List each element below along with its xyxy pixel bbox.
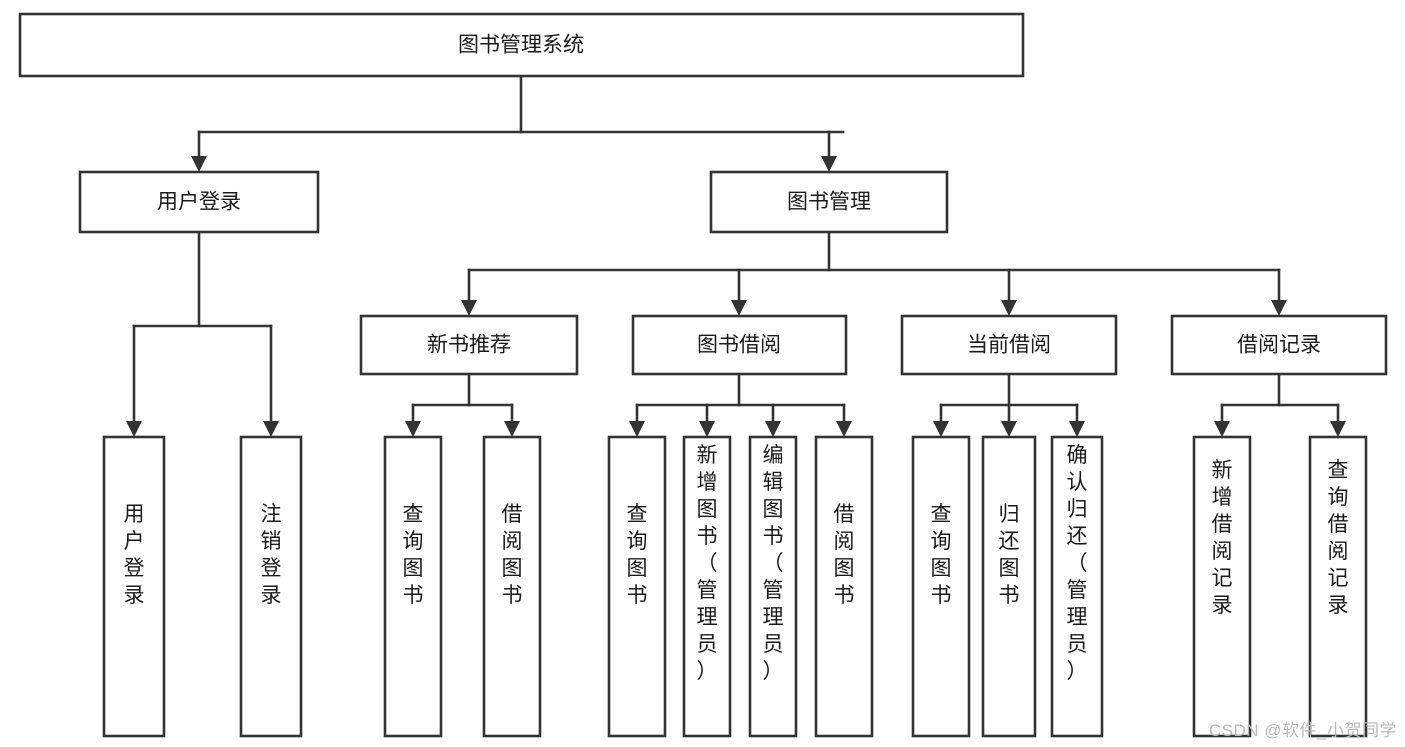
node-current-borrow-label: 当前借阅 (967, 334, 1051, 357)
csdn-watermark: CSDN @软件_小贺同学 (1208, 721, 1397, 740)
node-book-borrow[interactable]: 图书借阅 (631, 314, 848, 376)
node-leaf-user-logout-label: 注销登录 (261, 503, 282, 607)
arrowhead-leaf-user-logout (263, 421, 279, 437)
arrowhead-book-manage (821, 156, 837, 172)
node-leaf-borrow-book-2[interactable]: 借阅图书 (814, 435, 874, 738)
node-leaf-return-book[interactable]: 归还图书 (981, 435, 1037, 738)
arrowhead-leaf-confirm-return (1069, 421, 1085, 437)
node-book-manage-box[interactable] (709, 170, 949, 234)
arrowhead-book-borrow (731, 300, 747, 316)
node-leaf-add-book[interactable]: 新增图书（管理员） (682, 435, 732, 738)
node-borrow-record-box[interactable] (1170, 314, 1388, 376)
node-leaf-user-logout-box[interactable] (239, 435, 303, 738)
node-leaf-edit-book-box[interactable] (748, 435, 798, 738)
node-leaf-query-book-3[interactable]: 查询图书 (911, 435, 971, 738)
node-new-book-recommend-box[interactable] (359, 314, 579, 376)
node-new-book-recommend-label: 新书推荐 (427, 334, 511, 357)
node-user-login[interactable]: 用户登录 (78, 170, 320, 234)
connector-layer (126, 74, 1346, 437)
arrowhead-leaf-query-book-1 (405, 421, 421, 437)
node-leaf-add-record-box[interactable] (1192, 435, 1252, 738)
node-borrow-record-label: 借阅记录 (1237, 334, 1321, 357)
node-leaf-query-record-label: 查询借阅记录 (1328, 459, 1349, 617)
arrowhead-leaf-add-record (1214, 421, 1230, 437)
node-leaf-user-login-label: 用户登录 (124, 503, 145, 607)
node-leaf-confirm-return[interactable]: 确认归还（管理员） (1050, 435, 1104, 738)
node-leaf-user-login[interactable]: 用户登录 (102, 435, 166, 738)
node-leaf-query-book-1-label: 查询图书 (403, 503, 424, 607)
node-leaf-edit-book[interactable]: 编辑图书（管理员） (748, 435, 798, 738)
node-root[interactable]: 图书管理系统 (18, 12, 1025, 78)
node-leaf-query-record[interactable]: 查询借阅记录 (1308, 435, 1368, 738)
node-leaf-borrow-book-1-label: 借阅图书 (502, 503, 523, 607)
node-book-borrow-box[interactable] (631, 314, 848, 376)
arrowhead-new-book-recommend (461, 300, 477, 316)
node-leaf-edit-book-label: 编辑图书（管理员） (763, 444, 784, 683)
node-user-login-label: 用户登录 (157, 191, 241, 214)
node-leaf-add-book-box[interactable] (682, 435, 732, 738)
node-leaf-return-book-label: 归还图书 (999, 503, 1020, 607)
node-leaf-borrow-book-2-label: 借阅图书 (834, 503, 855, 607)
node-root-label: 图书管理系统 (458, 34, 584, 57)
node-leaf-add-record[interactable]: 新增借阅记录 (1192, 435, 1252, 738)
node-leaf-user-login-box[interactable] (102, 435, 166, 738)
node-leaf-add-book-label: 新增图书（管理员） (697, 444, 718, 683)
node-book-borrow-label: 图书借阅 (697, 334, 781, 357)
arrowhead-leaf-query-book-3 (933, 421, 949, 437)
node-user-login-box[interactable] (78, 170, 320, 234)
arrowhead-leaf-return-book (1001, 421, 1017, 437)
node-leaf-query-record-box[interactable] (1308, 435, 1368, 738)
arrowhead-leaf-borrow-book-1 (504, 421, 520, 437)
arrowhead-leaf-query-book-2 (629, 421, 645, 437)
arrowhead-borrow-record (1271, 300, 1287, 316)
node-leaf-user-logout[interactable]: 注销登录 (239, 435, 303, 738)
node-book-manage[interactable]: 图书管理 (709, 170, 949, 234)
node-leaf-query-book-1[interactable]: 查询图书 (383, 435, 443, 738)
arrowhead-current-borrow (1001, 300, 1017, 316)
arrowhead-leaf-query-record (1330, 421, 1346, 437)
node-leaf-add-record-label: 新增借阅记录 (1212, 459, 1233, 617)
node-leaf-confirm-return-box[interactable] (1050, 435, 1104, 738)
arrowhead-leaf-add-book (699, 421, 715, 437)
arrowhead-leaf-user-login (126, 421, 142, 437)
node-leaf-query-book-2-label: 查询图书 (627, 503, 648, 607)
node-leaf-query-book-3-label: 查询图书 (931, 503, 952, 607)
node-book-manage-label: 图书管理 (787, 191, 871, 214)
node-current-borrow[interactable]: 当前借阅 (900, 314, 1118, 376)
arrowhead-leaf-borrow-book-2 (836, 421, 852, 437)
node-current-borrow-box[interactable] (900, 314, 1118, 376)
arrowhead-user-login (191, 156, 207, 172)
node-leaf-borrow-book-1[interactable]: 借阅图书 (482, 435, 542, 738)
node-borrow-record[interactable]: 借阅记录 (1170, 314, 1388, 376)
node-leaf-query-book-3-box[interactable] (911, 435, 971, 738)
node-leaf-confirm-return-label: 确认归还（管理员） (1067, 444, 1088, 683)
node-leaf-query-book-2-box[interactable] (607, 435, 667, 738)
node-leaf-borrow-book-1-box[interactable] (482, 435, 542, 738)
node-leaf-return-book-box[interactable] (981, 435, 1037, 738)
node-leaf-query-book-2[interactable]: 查询图书 (607, 435, 667, 738)
node-root-box[interactable] (18, 12, 1025, 78)
node-leaf-borrow-book-2-box[interactable] (814, 435, 874, 738)
node-new-book-recommend[interactable]: 新书推荐 (359, 314, 579, 376)
arrowhead-leaf-edit-book (765, 421, 781, 437)
node-leaf-query-book-1-box[interactable] (383, 435, 443, 738)
